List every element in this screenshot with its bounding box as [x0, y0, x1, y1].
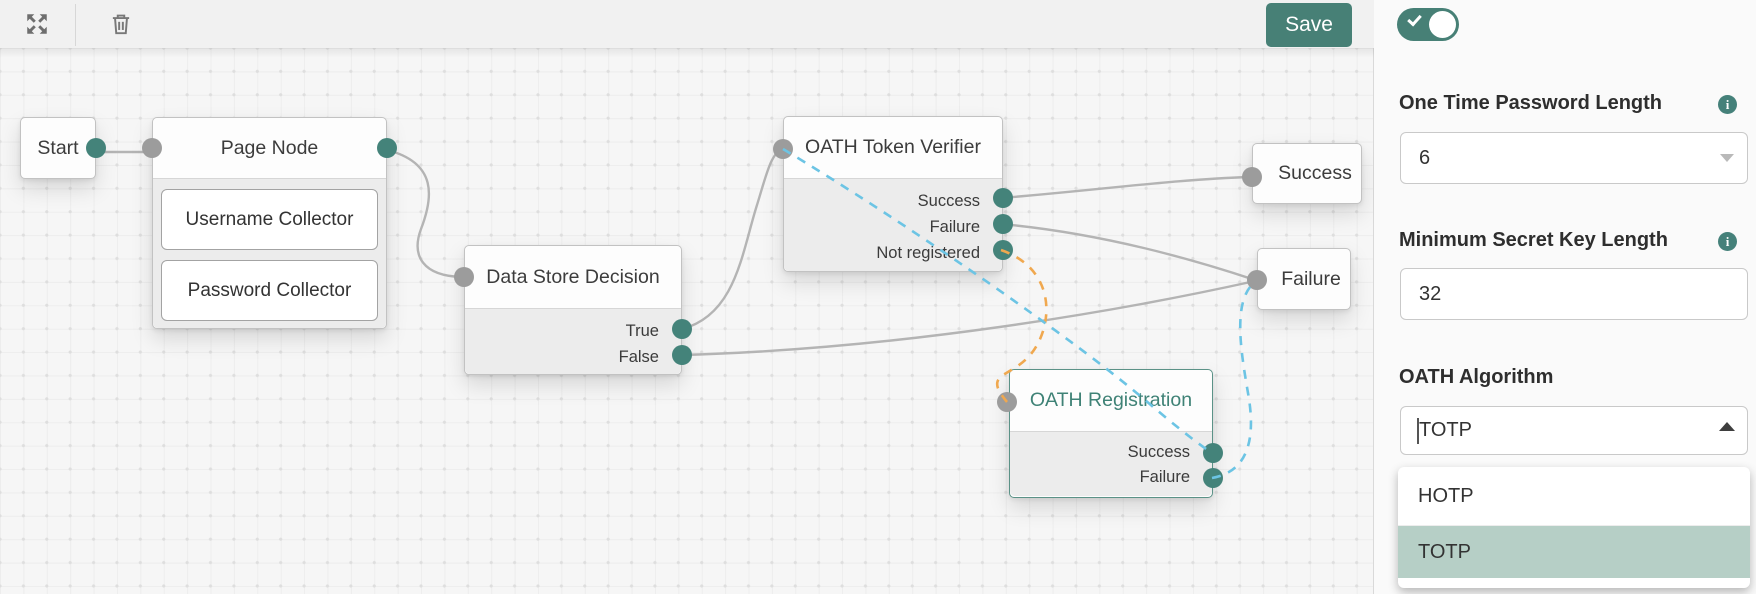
- properties-panel: One Time Password Length i Minimum Secre…: [1374, 0, 1756, 594]
- datastore-in-port[interactable]: [454, 267, 474, 287]
- connection-verifier-failure-to-failure[interactable]: [1000, 222, 1256, 282]
- oath-algorithm-label: OATH Algorithm: [1399, 366, 1554, 388]
- node-start-title: Start: [37, 136, 79, 159]
- verifier-notregistered-port[interactable]: [993, 240, 1013, 260]
- outcome-not-registered: Not registered: [876, 244, 980, 262]
- toggle-knob: [1429, 11, 1456, 38]
- connection-false-to-failure[interactable]: [681, 279, 1256, 357]
- info-icon[interactable]: i: [1718, 232, 1737, 251]
- oath-algorithm-combobox[interactable]: [1400, 406, 1748, 455]
- enabled-toggle[interactable]: [1397, 8, 1459, 41]
- dropdown-option-hotp[interactable]: HOTP: [1398, 467, 1750, 526]
- otp-length-label: One Time Password Length: [1399, 92, 1663, 114]
- node-start[interactable]: Start: [20, 117, 96, 179]
- toolbar: Save: [0, 0, 1374, 58]
- verifier-in-port[interactable]: [773, 139, 793, 159]
- connection-verifier-success-to-success[interactable]: [1000, 175, 1251, 200]
- info-icon[interactable]: i: [1718, 95, 1737, 114]
- datastore-false-port[interactable]: [672, 345, 692, 365]
- min-secret-key-label: Minimum Secret Key Length: [1399, 229, 1668, 251]
- outcome-success: Success: [917, 192, 980, 210]
- save-button[interactable]: Save: [1266, 3, 1352, 47]
- dropdown-option-totp[interactable]: TOTP: [1398, 526, 1750, 578]
- node-success[interactable]: Success: [1252, 143, 1362, 204]
- datastore-true-port[interactable]: [672, 319, 692, 339]
- node-oath-token-verifier-title: OATH Token Verifier: [784, 117, 1002, 178]
- page-in-port[interactable]: [142, 138, 162, 158]
- outcome-failure: Failure: [929, 218, 980, 236]
- connection-true-to-verifier[interactable]: [681, 147, 784, 331]
- otp-length-input[interactable]: [1400, 132, 1748, 184]
- node-failure-title: Failure: [1281, 267, 1341, 290]
- start-out-port[interactable]: [86, 138, 106, 158]
- expand-icon[interactable]: [23, 10, 51, 38]
- registration-in-port[interactable]: [997, 392, 1017, 412]
- toolbar-divider: [75, 4, 76, 46]
- outcome-false: False: [618, 348, 659, 366]
- check-icon: [1407, 11, 1422, 27]
- min-secret-key-input[interactable]: [1400, 268, 1748, 320]
- node-data-store-decision-title: Data Store Decision: [465, 246, 681, 308]
- outcome-success: Success: [1127, 443, 1190, 461]
- registration-failure-port[interactable]: [1203, 468, 1223, 488]
- registration-success-port[interactable]: [1203, 443, 1223, 463]
- verifier-success-port[interactable]: [993, 188, 1013, 208]
- outcome-failure: Failure: [1139, 468, 1190, 486]
- node-page[interactable]: Page Node Username Collector Password Co…: [152, 117, 387, 329]
- oath-algorithm-dropdown: HOTP TOTP: [1398, 467, 1750, 588]
- outcome-true: True: [625, 322, 659, 340]
- connection-page-to-datastore[interactable]: [386, 148, 463, 279]
- node-success-title: Success: [1278, 162, 1352, 184]
- node-oath-registration-title: OATH Registration: [1010, 370, 1212, 431]
- subnode-username-collector[interactable]: Username Collector: [161, 189, 378, 250]
- node-failure[interactable]: Failure: [1257, 248, 1351, 310]
- node-data-store-decision[interactable]: Data Store Decision True False: [464, 245, 682, 375]
- subnode-password-collector[interactable]: Password Collector: [161, 260, 378, 321]
- success-in-port[interactable]: [1242, 167, 1262, 187]
- node-oath-registration[interactable]: OATH Registration Success Failure: [1009, 369, 1213, 498]
- failure-in-port[interactable]: [1247, 270, 1267, 290]
- page-out-port[interactable]: [377, 138, 397, 158]
- node-oath-token-verifier[interactable]: OATH Token Verifier Success Failure Not …: [783, 116, 1003, 272]
- flow-canvas[interactable]: Start Page Node Username Collector Passw…: [0, 48, 1374, 594]
- verifier-failure-port[interactable]: [993, 214, 1013, 234]
- trash-icon[interactable]: [107, 10, 135, 38]
- node-page-title: Page Node: [153, 118, 386, 178]
